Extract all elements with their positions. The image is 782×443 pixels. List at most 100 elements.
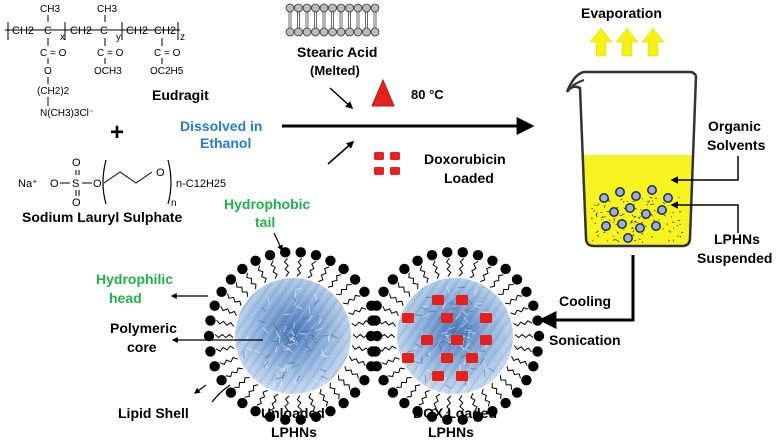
hydrophobic-tail [337, 375, 351, 390]
doxorubicin-label: Doxorubicin [424, 151, 506, 167]
nanoparticle-dot [657, 205, 667, 215]
hydrophobic-tail [498, 284, 514, 295]
hydrophilic-head [387, 387, 399, 398]
evaporation-arrows [589, 27, 665, 57]
hydrophobic-tail [432, 260, 440, 279]
dox-cube [421, 335, 433, 345]
heat-triangle-icon [371, 78, 395, 107]
repeat-brackets [7, 22, 179, 40]
o-link: O [44, 66, 52, 77]
nanoparticle-dot [651, 221, 661, 231]
ester-c1: C = O [40, 48, 67, 59]
hydrophobic-tail [349, 355, 366, 366]
hydrophobic-tail [513, 320, 533, 327]
hydrophilic-head [528, 300, 539, 311]
hydrophobic-tail [244, 384, 259, 398]
hydrophilic-head [521, 286, 532, 297]
dox-cube [441, 313, 453, 323]
hydrophilic-head [367, 346, 378, 357]
lipid-head [328, 27, 337, 37]
hydrophilic-head [295, 414, 306, 425]
hydrophilic-head [225, 387, 237, 398]
beaker-icon [565, 70, 698, 248]
hydrophobic-tail [397, 282, 411, 297]
evaporation-label: Evaporation [581, 5, 662, 21]
hydrophobic-tail [307, 260, 317, 279]
dox-cube [480, 335, 492, 345]
stearic-acid-melted: (Melted) [310, 63, 360, 78]
hydrophilic-head [250, 405, 261, 417]
ester-c2: C = O [97, 48, 124, 59]
hydrophilic-head [349, 387, 361, 398]
hydrophobic-tail [406, 384, 421, 398]
hydrophobic-tail [445, 257, 452, 277]
dissolved-label: Dissolved in [180, 118, 262, 134]
hydrophobic-tail [351, 345, 370, 353]
hydrophilic-head [310, 250, 322, 261]
eudragit-unit-4: C [100, 25, 108, 37]
lipid-head [302, 3, 312, 13]
dox-cube [466, 353, 478, 363]
hydrophobic-tail [382, 306, 399, 317]
hydrophilic-head [412, 405, 423, 417]
hydrophobic-tail [470, 393, 478, 412]
dox-loaded-label: Loaded [444, 170, 494, 186]
hydrophobic-tail [318, 266, 330, 283]
hydrophobic-tail [408, 272, 419, 290]
sodium-ion: Na⁺ [18, 178, 38, 190]
hydrophilic-head [399, 397, 410, 409]
solvents-label: Solvents [707, 137, 766, 153]
eudragit-unit-1: CH2 [12, 25, 34, 37]
sub-z: z [180, 32, 185, 43]
nanoparticle-dot [641, 209, 651, 219]
unloaded-lphn-particle [203, 247, 383, 425]
sls-sulfur: S [72, 178, 79, 190]
hydrophilic-head [250, 255, 261, 267]
nanoparticle-dot [599, 193, 609, 203]
suspended-nanoparticles [591, 185, 684, 244]
lipid-head [311, 27, 320, 37]
och3: OCH3 [94, 66, 122, 77]
hydrophobic-tail [344, 366, 359, 379]
temperature-label: 80 °C [411, 87, 444, 102]
sls-o-4: O [93, 178, 102, 190]
lipid-head [370, 3, 380, 13]
nanoparticle-dot [615, 187, 625, 197]
cooling-label: Cooling [559, 293, 611, 309]
hydrophobic-tail [308, 393, 316, 412]
hydrophilic-head [216, 286, 227, 297]
nanoparticle-dot [601, 221, 611, 231]
hydrophobic-tail [499, 375, 513, 390]
hydrophobic-tail [269, 393, 279, 412]
lipid-head [319, 27, 329, 37]
hydrophilic-head [264, 411, 276, 422]
nanoparticle-dot [631, 191, 641, 201]
hydrophilic-head [371, 300, 382, 311]
hydrophilic-head [225, 274, 237, 285]
dox-cubes [402, 295, 492, 381]
hydrophilic-head [338, 397, 349, 409]
hydrophobic-tail [491, 382, 502, 400]
lipid-bilayer-icon [285, 3, 380, 37]
hydrophilic-head [412, 255, 423, 267]
eudragit-unit-3: CH2 [70, 25, 92, 37]
hydrophobic-tail [469, 260, 479, 279]
hydrophobic-tail [234, 377, 250, 388]
dox-cube [402, 353, 414, 363]
hydrophilic-label: Hydrophilic [96, 271, 173, 287]
shell-arc [211, 384, 231, 403]
hydrophobic-label: Hydrophobic [224, 196, 311, 212]
hydrophilic-head [264, 250, 276, 261]
hydrophobic-tail [506, 366, 521, 379]
hydrophobic-tail [216, 319, 235, 327]
lipid-head [285, 3, 295, 13]
sls-o-5: O [156, 167, 165, 179]
sls-tail: n-C12H25 [176, 178, 226, 190]
tail-label: tail [255, 214, 275, 230]
lipid-head [336, 3, 346, 13]
dox-cube [402, 313, 414, 323]
lipid-head [353, 27, 363, 37]
lipid-head [362, 27, 371, 37]
lipid-head [362, 3, 371, 13]
